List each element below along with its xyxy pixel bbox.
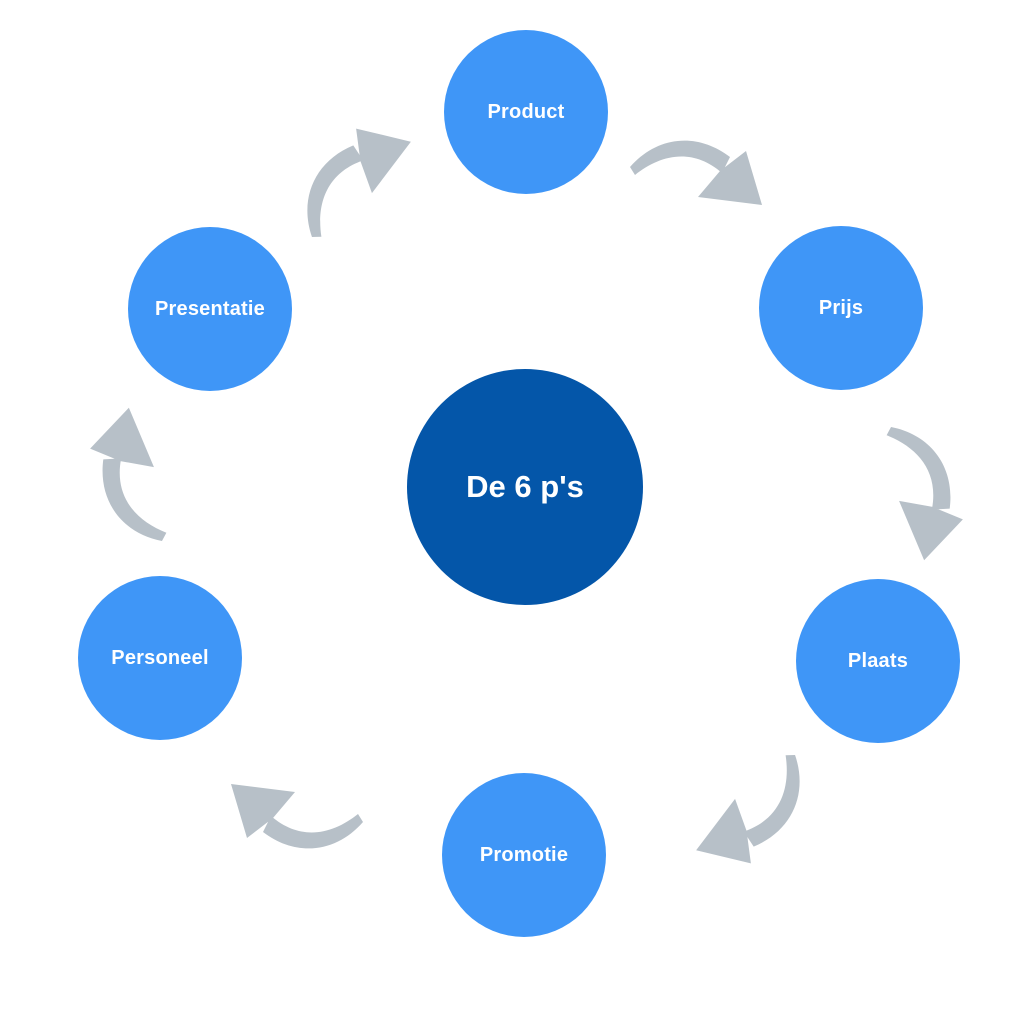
arrow-prijs-to-plaats-icon bbox=[858, 413, 980, 561]
arrow-plaats-to-promotie-icon bbox=[696, 735, 818, 883]
node-plaats: Plaats bbox=[796, 579, 960, 743]
arrow-product-to-prijs-icon bbox=[630, 140, 762, 205]
node-personeel-label: Personeel bbox=[111, 646, 209, 669]
center-node-label: De 6 p's bbox=[466, 469, 584, 504]
node-personeel: Personeel bbox=[78, 576, 242, 740]
center-node: De 6 p's bbox=[407, 369, 643, 605]
arrow-personeel-to-presentatie-icon bbox=[73, 407, 195, 555]
node-presentatie: Presentatie bbox=[128, 227, 292, 391]
arrow-promotie-to-personeel-icon bbox=[231, 784, 363, 849]
node-presentatie-label: Presentatie bbox=[154, 297, 266, 320]
node-promotie: Promotie bbox=[442, 773, 606, 937]
node-prijs-label: Prijs bbox=[818, 296, 864, 319]
arrow-presentatie-to-product-icon bbox=[289, 109, 411, 257]
node-plaats-label: Plaats bbox=[847, 649, 909, 672]
node-prijs: Prijs bbox=[759, 226, 923, 390]
node-promotie-label: Promotie bbox=[479, 843, 569, 866]
node-product-label: Product bbox=[487, 100, 565, 123]
node-product: Product bbox=[444, 30, 608, 194]
